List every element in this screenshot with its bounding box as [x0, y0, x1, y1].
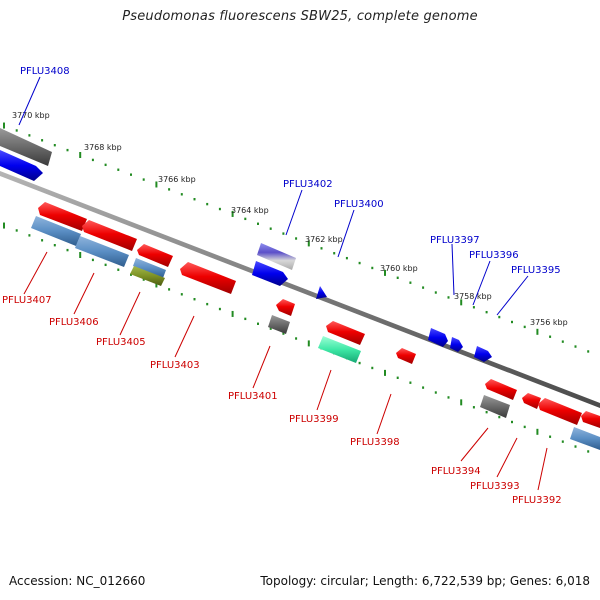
leader-pflu3398 [376, 393, 392, 435]
gene-label-pflu3405[interactable]: PFLU3405 [96, 337, 146, 348]
gene-feature-pflu3392[interactable] [538, 398, 582, 425]
gene-feature-pflu3394-red[interactable] [485, 379, 517, 400]
gene-label-pflu3393[interactable]: PFLU3393 [470, 481, 520, 492]
gene-feature-pflu3406[interactable] [82, 220, 137, 251]
label-leaders [18, 76, 548, 491]
gene-feature-pflu3407[interactable] [38, 202, 87, 231]
gene-feature-pflu3393[interactable] [522, 393, 541, 409]
gene-feature-pflu3400[interactable] [316, 286, 327, 299]
gene-feature-pflu3408[interactable] [0, 128, 52, 166]
leader-pflu3408 [18, 76, 41, 126]
reverse-gene-labels: PFLU3407 PFLU3406 PFLU3405 PFLU3403 PFLU… [2, 295, 562, 506]
leader-pflu3396 [472, 260, 491, 306]
leader-pflu3399 [316, 369, 332, 411]
gene-label-pflu3402[interactable]: PFLU3402 [283, 179, 333, 190]
gene-label-pflu3401[interactable]: PFLU3401 [228, 391, 278, 402]
gene-feature-pflu3407-steel[interactable] [31, 216, 81, 246]
accession-text: Accession: NC_012660 [9, 574, 146, 588]
gene-feature-pflu3396[interactable] [450, 337, 463, 352]
forward-gene-labels: PFLU3408 PFLU3402 PFLU3400 PFLU3397 PFLU… [20, 66, 561, 276]
gene-feature-edge-red[interactable] [581, 411, 600, 428]
leader-pflu3403 [174, 315, 195, 358]
leader-pflu3406 [73, 272, 95, 315]
gene-feature-pflu3405-olive[interactable] [130, 266, 165, 286]
gene-label-pflu3403[interactable]: PFLU3403 [150, 360, 200, 371]
gene-label-pflu3395[interactable]: PFLU3395 [511, 265, 561, 276]
gene-feature-pflu3399[interactable] [318, 336, 361, 363]
gene-feature-pflu3406-steel[interactable] [75, 236, 129, 267]
map-title: Pseudomonas fluorescens SBW25, complete … [122, 9, 478, 24]
gene-feature-pflu3398[interactable] [396, 348, 416, 364]
scale-label: 3768 kbp [84, 143, 122, 152]
gene-label-pflu3406[interactable]: PFLU3406 [49, 317, 99, 328]
topology-text: Topology: circular; Length: 6,722,539 bp… [260, 574, 590, 588]
gene-feature-pflu3402[interactable] [252, 261, 288, 286]
gene-label-pflu3407[interactable]: PFLU3407 [2, 295, 52, 306]
gene-feature-pflu3402-band[interactable] [257, 243, 296, 270]
gene-feature-pflu3401[interactable] [268, 315, 290, 334]
leader-pflu3407 [23, 251, 48, 295]
gene-feature-pflu3392-steel[interactable] [570, 427, 600, 450]
gene-feature-pflu3405-steel[interactable] [133, 258, 166, 278]
gene-label-pflu3399[interactable]: PFLU3399 [289, 414, 339, 425]
leader-pflu3405 [119, 291, 141, 336]
gene-feature-pflu3408-arrow[interactable] [0, 150, 43, 181]
leader-pflu3400 [337, 209, 355, 258]
scale-label: 3766 kbp [158, 175, 196, 184]
leader-pflu3397 [451, 243, 455, 296]
leader-pflu3392 [537, 447, 548, 491]
gene-label-pflu3408[interactable]: PFLU3408 [20, 66, 70, 77]
forward-strand-features [0, 128, 492, 362]
gene-feature-pflu3401-red[interactable] [276, 299, 295, 316]
gene-label-pflu3397[interactable]: PFLU3397 [430, 235, 480, 246]
gene-feature-pflu3394[interactable] [480, 395, 510, 418]
leader-pflu3393 [496, 437, 518, 478]
leader-pflu3401 [252, 345, 271, 389]
scale-label: 3770 kbp [12, 111, 50, 120]
gene-feature-pflu3399-red[interactable] [326, 321, 365, 345]
gene-label-pflu3398[interactable]: PFLU3398 [350, 437, 400, 448]
gene-label-pflu3394[interactable]: PFLU3394 [431, 466, 481, 477]
scale-label: 3760 kbp [380, 264, 418, 273]
genome-backbone [0, 171, 600, 408]
scale-label: 3764 kbp [231, 206, 269, 215]
scale-label: 3758 kbp [454, 292, 492, 301]
gene-feature-pflu3405[interactable] [137, 244, 173, 267]
leader-pflu3402 [285, 189, 303, 236]
scale-label: 3762 kbp [305, 235, 343, 244]
scale-axis: 3770 kbp 3768 kbp 3766 kbp 3764 kbp 3762 kbp… [3, 111, 590, 453]
leader-pflu3395 [496, 275, 529, 316]
leader-pflu3394 [460, 427, 489, 462]
scale-label: 3756 kbp [530, 318, 568, 327]
gene-label-pflu3400[interactable]: PFLU3400 [334, 199, 384, 210]
gene-label-pflu3396[interactable]: PFLU3396 [469, 250, 519, 261]
gene-label-pflu3392[interactable]: PFLU3392 [512, 495, 562, 506]
gene-feature-pflu3397[interactable] [428, 328, 448, 347]
gene-feature-pflu3395[interactable] [474, 346, 492, 362]
reverse-strand-features [31, 202, 600, 450]
gene-feature-pflu3403[interactable] [180, 262, 236, 294]
